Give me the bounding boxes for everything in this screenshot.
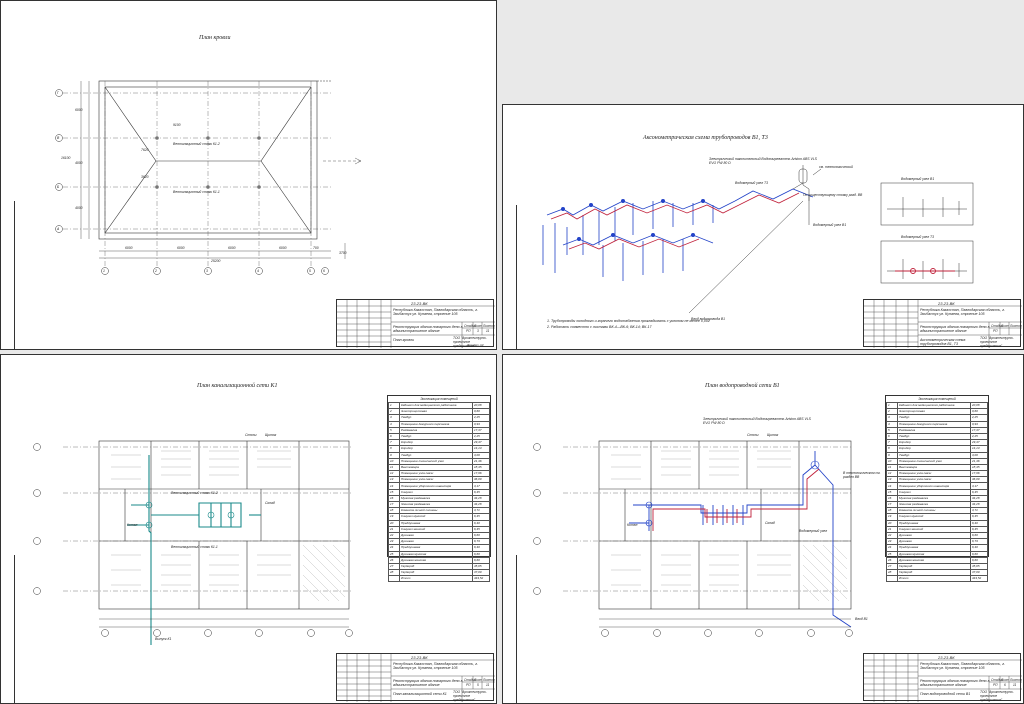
sheet-sewer-plan: План канализационной сети К1	[0, 354, 497, 704]
roof-dim: 4000	[75, 161, 83, 165]
roof-dim: 6000	[125, 246, 133, 250]
title-block: 23-23-ВК Республика Казахстан, Павлодарс…	[336, 653, 495, 702]
roof-dim: 9100	[173, 123, 181, 127]
axon-heater-label: Электрический накопительный Водонагреват…	[709, 157, 817, 165]
roof-axis-y-g: Г	[57, 91, 59, 95]
roof-dim: 6000	[228, 246, 236, 250]
roof-axis-x-6: 6	[323, 269, 325, 273]
room-area: 443,52	[472, 575, 490, 583]
sheet-axonometric: Аксонометрическая схема трубопроводов В1…	[502, 104, 1024, 350]
roof-plan-drawing	[55, 80, 362, 275]
sewer-room-kotel: Котел	[127, 523, 138, 527]
roof-dim: 7620	[141, 148, 149, 152]
title-block-grid	[864, 300, 1022, 348]
roof-axis-x-3: 3	[206, 269, 208, 273]
sewer-label-shchitok: Щиток	[265, 433, 277, 437]
axon-detail-b1-label: Водомерный узел В1	[901, 177, 935, 181]
axon-meter-b1-label: Водомерный узел В1	[813, 223, 847, 227]
roof-axis-y-b: Б	[57, 185, 60, 189]
roof-vent-k11-label: Вентиляционный стояк К1-1	[173, 190, 220, 194]
title-block-grid	[337, 654, 495, 702]
roof-dim: 4000	[75, 206, 83, 210]
roof-dim-total: 25200	[211, 259, 221, 263]
roof-axis-x-5: 5	[309, 269, 311, 273]
title-block: 23-23-ВК Республика Казахстан, Павлодарс…	[863, 653, 1022, 702]
room-area: 443,52	[970, 575, 988, 583]
roof-dim: 3620	[141, 175, 149, 179]
roof-axis-x-2: 2	[155, 269, 157, 273]
axon-meter-t3-label: Водомерный узел Т3	[735, 181, 769, 185]
room-number	[886, 575, 898, 583]
title-block-grid	[337, 300, 495, 348]
water-title: План водопроводной сети В1	[705, 383, 780, 389]
sewer-outlet-label: Выпуск К1	[155, 637, 172, 641]
axon-detail-t3-label: Водомерный узел Т3	[901, 235, 935, 239]
roof-axis-x-4: 4	[257, 269, 259, 273]
explication-header: Экспликация помещений	[918, 397, 956, 401]
water-label-shchitok: Щиток	[767, 433, 779, 437]
room-number	[388, 575, 400, 583]
sewer-title: План канализационной сети К1	[197, 383, 278, 389]
roof-dim: 6000	[279, 246, 287, 250]
water-room-sklad: Склад	[765, 521, 775, 525]
roof-axis-y-a: А	[57, 227, 60, 231]
sheet-side-stamp	[503, 205, 517, 349]
sewer-vent-k11-label: Вентиляционный стояк К1-1	[171, 545, 218, 549]
water-heater-label: Электрический накопительный Водонагреват…	[703, 417, 811, 425]
axon-riser-label: По существующему стояку разд. ВВ	[803, 193, 863, 197]
roof-axis-y-v: В	[57, 136, 60, 140]
roof-axis-x-1: 1	[103, 269, 105, 273]
sheet-water-plan: План водопроводной сети В1	[502, 354, 1024, 704]
water-label-stoly: Столы	[747, 433, 759, 437]
axon-drawing	[542, 165, 974, 314]
room-name: Итого	[897, 575, 971, 583]
sheet-side-stamp	[1, 201, 15, 349]
axon-techn-label: см. технологический	[819, 165, 853, 169]
room-name: Итого	[399, 575, 473, 583]
title-block-grid	[864, 654, 1022, 702]
explication-header: Экспликация помещений	[420, 397, 458, 401]
water-plan-drawing	[533, 440, 853, 637]
axon-note-1: 1. Трубопроводы холодного и горячего вод…	[547, 319, 710, 323]
water-inlet-label: Ввод В1	[855, 617, 868, 621]
axon-title: Аксонометрическая схема трубопроводов В1…	[643, 135, 768, 141]
sewer-label-stoly: Столы	[245, 433, 257, 437]
sheet-roof-plan: План кровли	[0, 0, 497, 350]
roof-dim-total-v: 16100	[61, 156, 71, 160]
title-block-format: Формат А3	[467, 343, 484, 347]
axon-note-2: 2. Работать совместно с листами ВК-4—ВК-…	[547, 325, 652, 329]
sheet-side-stamp	[503, 555, 517, 703]
axon-inlet-label: Ввод водопровода В1	[691, 317, 726, 321]
water-meter-label: Водомерный узел	[799, 529, 828, 533]
title-block: 23-23-ВК Республика Казахстан, Павлодарс…	[336, 299, 495, 348]
roof-dim: 6000	[75, 108, 83, 112]
water-room-kotel: Котел	[627, 523, 638, 527]
sewer-plan-drawing	[33, 440, 353, 645]
roof-dim: 3700	[339, 251, 347, 255]
roof-plan-title: План кровли	[199, 35, 231, 41]
water-techn-label: В технологическом см. раздел ВВ	[843, 471, 881, 479]
title-block: 23-23-ВК Республика Казахстан, Павлодарс…	[863, 299, 1022, 348]
sheet-side-stamp	[1, 555, 15, 703]
roof-dim: 6000	[177, 246, 185, 250]
roof-vent-k12-label: Вентиляционный стояк К1-2	[173, 142, 220, 146]
sewer-vent-k12-label: Вентиляционный стояк К1-2	[171, 491, 218, 495]
roof-dim: 700	[313, 246, 319, 250]
sewer-room-sklad: Склад	[265, 501, 275, 505]
